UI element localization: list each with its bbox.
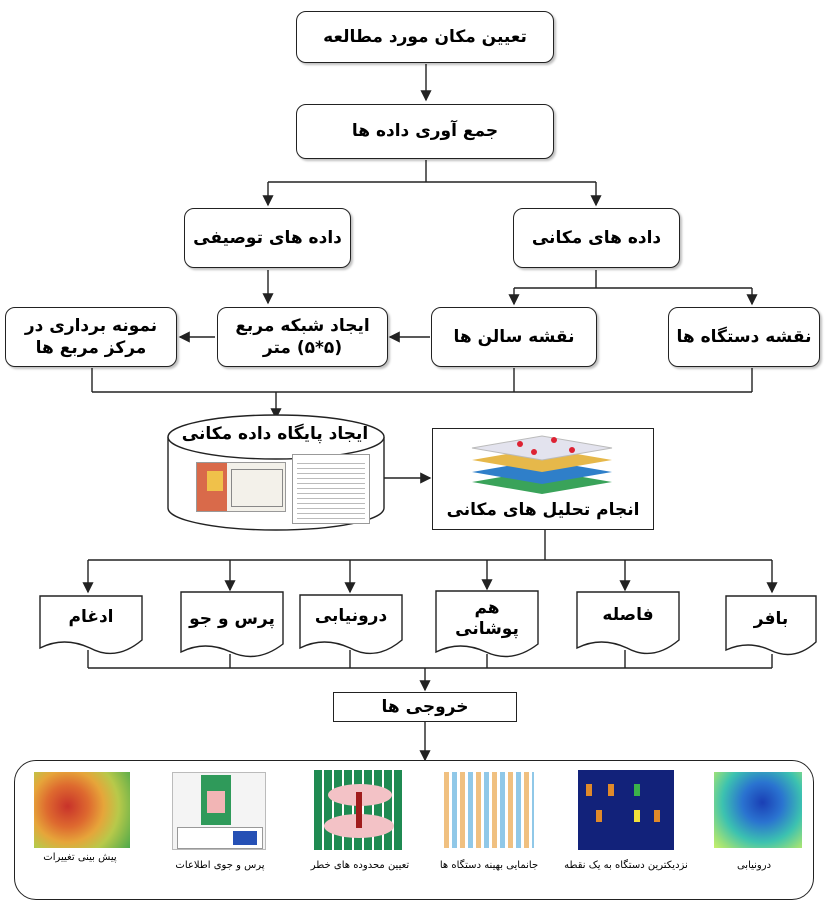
- output-caption-nearest-device: نزدیکترین دستگاه به یک نقطه: [564, 860, 688, 871]
- grid-creation-box: ایجاد شبکه مربع (۵*۵) متر: [217, 307, 388, 367]
- output-caption-query: پرس و جوی اطلاعات: [175, 860, 265, 871]
- data-collection-box: جمع آوری داده ها: [296, 104, 554, 159]
- hall-map-box: نقشه سالن ها: [431, 307, 597, 367]
- analysis-documents: [39, 590, 817, 658]
- analysis-overlay: هم پوشانی: [455, 597, 519, 639]
- database-map-thumbnail: [196, 462, 286, 512]
- output-prediction-thumbnail: [34, 772, 130, 848]
- analysis-interpolation: درونیابی: [314, 606, 388, 627]
- device-map-box: نقشه دستگاه ها: [668, 307, 820, 367]
- output-caption-risk-zones: تعیین محدوده های خطر: [310, 860, 410, 871]
- spatial-data-box: داده های مکانی: [513, 208, 680, 268]
- study-area-box: تعیین مکان مورد مطالعه: [296, 11, 554, 63]
- analysis-merge: ادغام: [68, 607, 114, 628]
- analysis-query: پرس و جو: [189, 609, 275, 630]
- database-table-thumbnail: [292, 454, 370, 524]
- outputs-panel: [14, 760, 814, 900]
- output-optimal-placement-thumbnail: [444, 772, 534, 848]
- output-caption-interpolation: درونیابی: [736, 860, 772, 871]
- output-caption-prediction: پیش بینی تغییرات: [43, 852, 117, 863]
- output-nearest-device-thumbnail: [578, 770, 674, 850]
- output-risk-zones-thumbnail: [314, 770, 404, 850]
- descriptive-data-box: داده های توصیفی: [184, 208, 351, 268]
- layers-icon: [471, 435, 613, 494]
- analysis-distance: فاصله: [602, 605, 654, 626]
- analysis-buffer: بافر: [753, 609, 789, 630]
- output-query-thumbnail: [172, 772, 266, 850]
- sampling-box: نمونه برداری در مرکز مربع ها: [5, 307, 177, 367]
- output-caption-optimal-placement: جانمایی بهینه دستگاه ها: [439, 860, 539, 871]
- outputs-box: خروجی ها: [333, 692, 517, 722]
- spatial-database-label: ایجاد پایگاه داده مکانی: [181, 424, 369, 444]
- output-interpolation-thumbnail: [714, 772, 802, 848]
- spatial-analysis-label: انجام تحلیل های مکانی: [446, 499, 640, 520]
